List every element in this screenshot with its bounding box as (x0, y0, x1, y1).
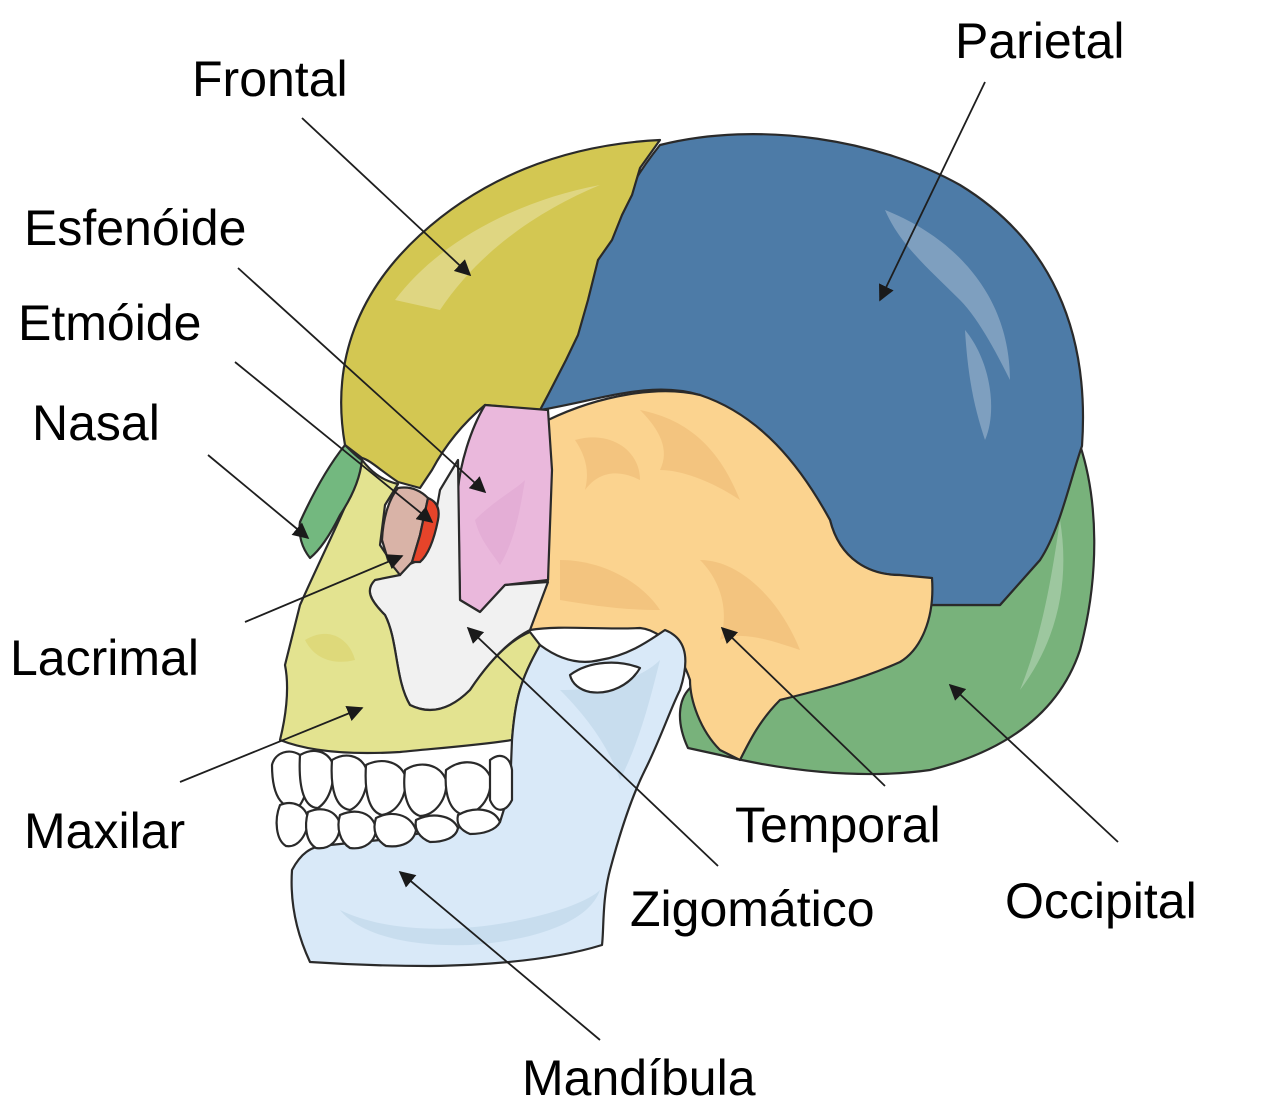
label-frontal: Frontal (192, 51, 348, 107)
teeth (272, 751, 512, 848)
label-lacrimal: Lacrimal (10, 630, 199, 686)
frontal-leader (302, 118, 470, 275)
sphenoid-bone (458, 405, 552, 612)
label-temporal: Temporal (735, 797, 941, 853)
label-parietal: Parietal (955, 13, 1125, 69)
nasal-leader (208, 455, 308, 538)
label-mandibula: Mandíbula (522, 1050, 756, 1102)
label-zigomatico: Zigomático (630, 881, 875, 937)
label-maxilar: Maxilar (24, 803, 185, 859)
label-etmoide: Etmóide (18, 295, 201, 351)
label-nasal: Nasal (32, 395, 160, 451)
label-esfenoide: Esfenóide (24, 200, 246, 256)
label-occipital: Occipital (1005, 873, 1197, 929)
